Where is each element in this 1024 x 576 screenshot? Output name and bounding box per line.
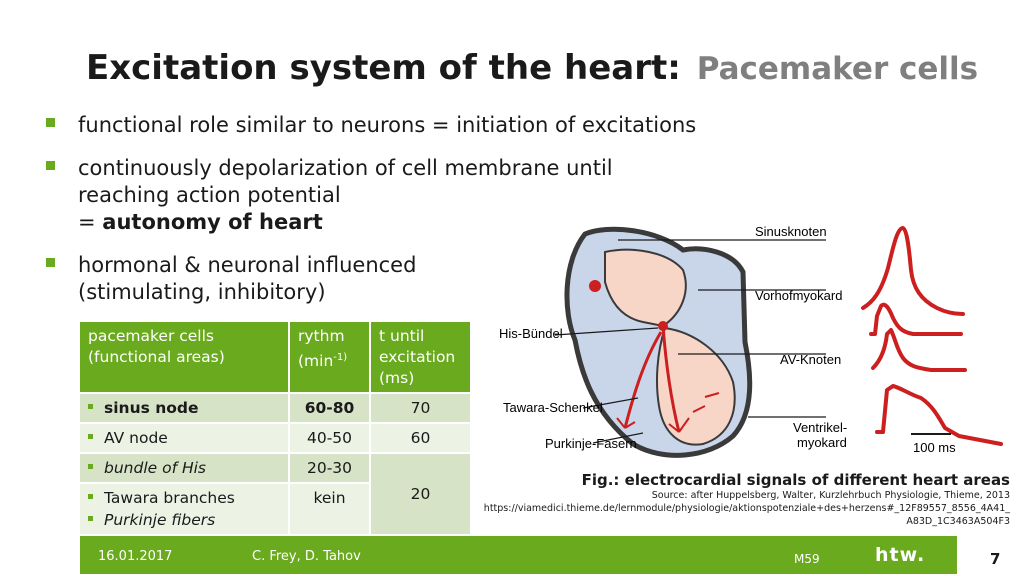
merged-t-cell: 20 (369, 452, 472, 536)
bullet-square-icon (46, 161, 55, 170)
footer-authors: C. Frey, D. Tahov (252, 549, 361, 564)
table-header-row: pacemaker cells(functional areas) rythm(… (78, 320, 472, 394)
caption-main: Fig.: electrocardial signals of differen… (581, 471, 1010, 489)
purkinje-path (616, 392, 720, 433)
footer-bar: 16.01.2017 C. Frey, D. Tahov M59 htw. (80, 536, 957, 574)
label-tawara: Tawara-Schenkel (503, 400, 603, 415)
header-cell: rythm(min-1) (288, 320, 371, 394)
sinus-node-marker (589, 280, 601, 292)
label-his: His-Bündel (499, 326, 563, 341)
htw-logo: htw. (875, 544, 926, 566)
title-main: Excitation system of the heart: (86, 48, 681, 88)
av-trace (871, 328, 967, 372)
footer-code: M59 (794, 552, 820, 566)
bullet-square-icon (46, 118, 55, 127)
label-vorhofmyokard: Vorhofmyokard (755, 288, 842, 303)
figure-caption: Fig.: electrocardial signals of differen… (484, 471, 1010, 528)
heart-diagram: Sinusknoten Vorhofmyokard His-Bündel AV-… (499, 224, 1003, 458)
label-ventrikel-1: Ventrikel- (793, 420, 847, 435)
bold-phrase: autonomy of heart (102, 210, 323, 234)
label-ventrikel-2: myokard (797, 435, 847, 450)
caption-url: https://viamedici.thieme.de/lernmodule/p… (483, 503, 1010, 514)
sinus-trace (861, 226, 965, 316)
bullet-square-icon (88, 494, 93, 499)
ventricular-trace (875, 384, 1003, 446)
bullet-square-icon (88, 434, 93, 439)
table-row: bundle of His 20-30 20 (78, 452, 472, 536)
caption-source: Source: after Huppelsberg, Walter, Kurzl… (651, 490, 1010, 501)
pacemaker-table: pacemaker cells(functional areas) rythm(… (78, 320, 472, 536)
slide-title: Excitation system of the heart: Pacemake… (86, 48, 978, 88)
bullet-square-icon (88, 516, 93, 521)
scale-label: 100 ms (913, 440, 956, 455)
bullet-square-icon (88, 464, 93, 469)
header-cell: pacemaker cells(functional areas) (78, 320, 290, 394)
atrial-trace (869, 302, 963, 336)
bullet-item: functional role similar to neurons = ini… (46, 112, 766, 139)
table-row: AV node 40-50 60 (78, 422, 472, 454)
atrium (604, 248, 687, 328)
av-node-marker (658, 321, 668, 331)
label-sinusknoten: Sinusknoten (755, 224, 827, 239)
page-number: 7 (990, 550, 1001, 568)
footer-date: 16.01.2017 (98, 549, 173, 564)
table-row: sinus node 60-80 70 (78, 392, 472, 424)
tawara-path (623, 331, 663, 429)
bullet-list: functional role similar to neurons = ini… (46, 112, 766, 322)
bullet-square-icon (88, 404, 93, 409)
title-sub: Pacemaker cells (696, 51, 979, 87)
bullet-item: hormonal & neuronal influenced (stimulat… (46, 252, 766, 306)
his-bundle-path (661, 325, 681, 433)
label-purkinje: Purkinje-Fasern (545, 436, 637, 451)
caption-url-cont: A83D_1C3463A504F3 (906, 516, 1010, 527)
bullet-square-icon (46, 258, 55, 267)
bullet-item: continuously depolarization of cell memb… (46, 155, 766, 236)
label-av: AV-Knoten (780, 352, 841, 367)
